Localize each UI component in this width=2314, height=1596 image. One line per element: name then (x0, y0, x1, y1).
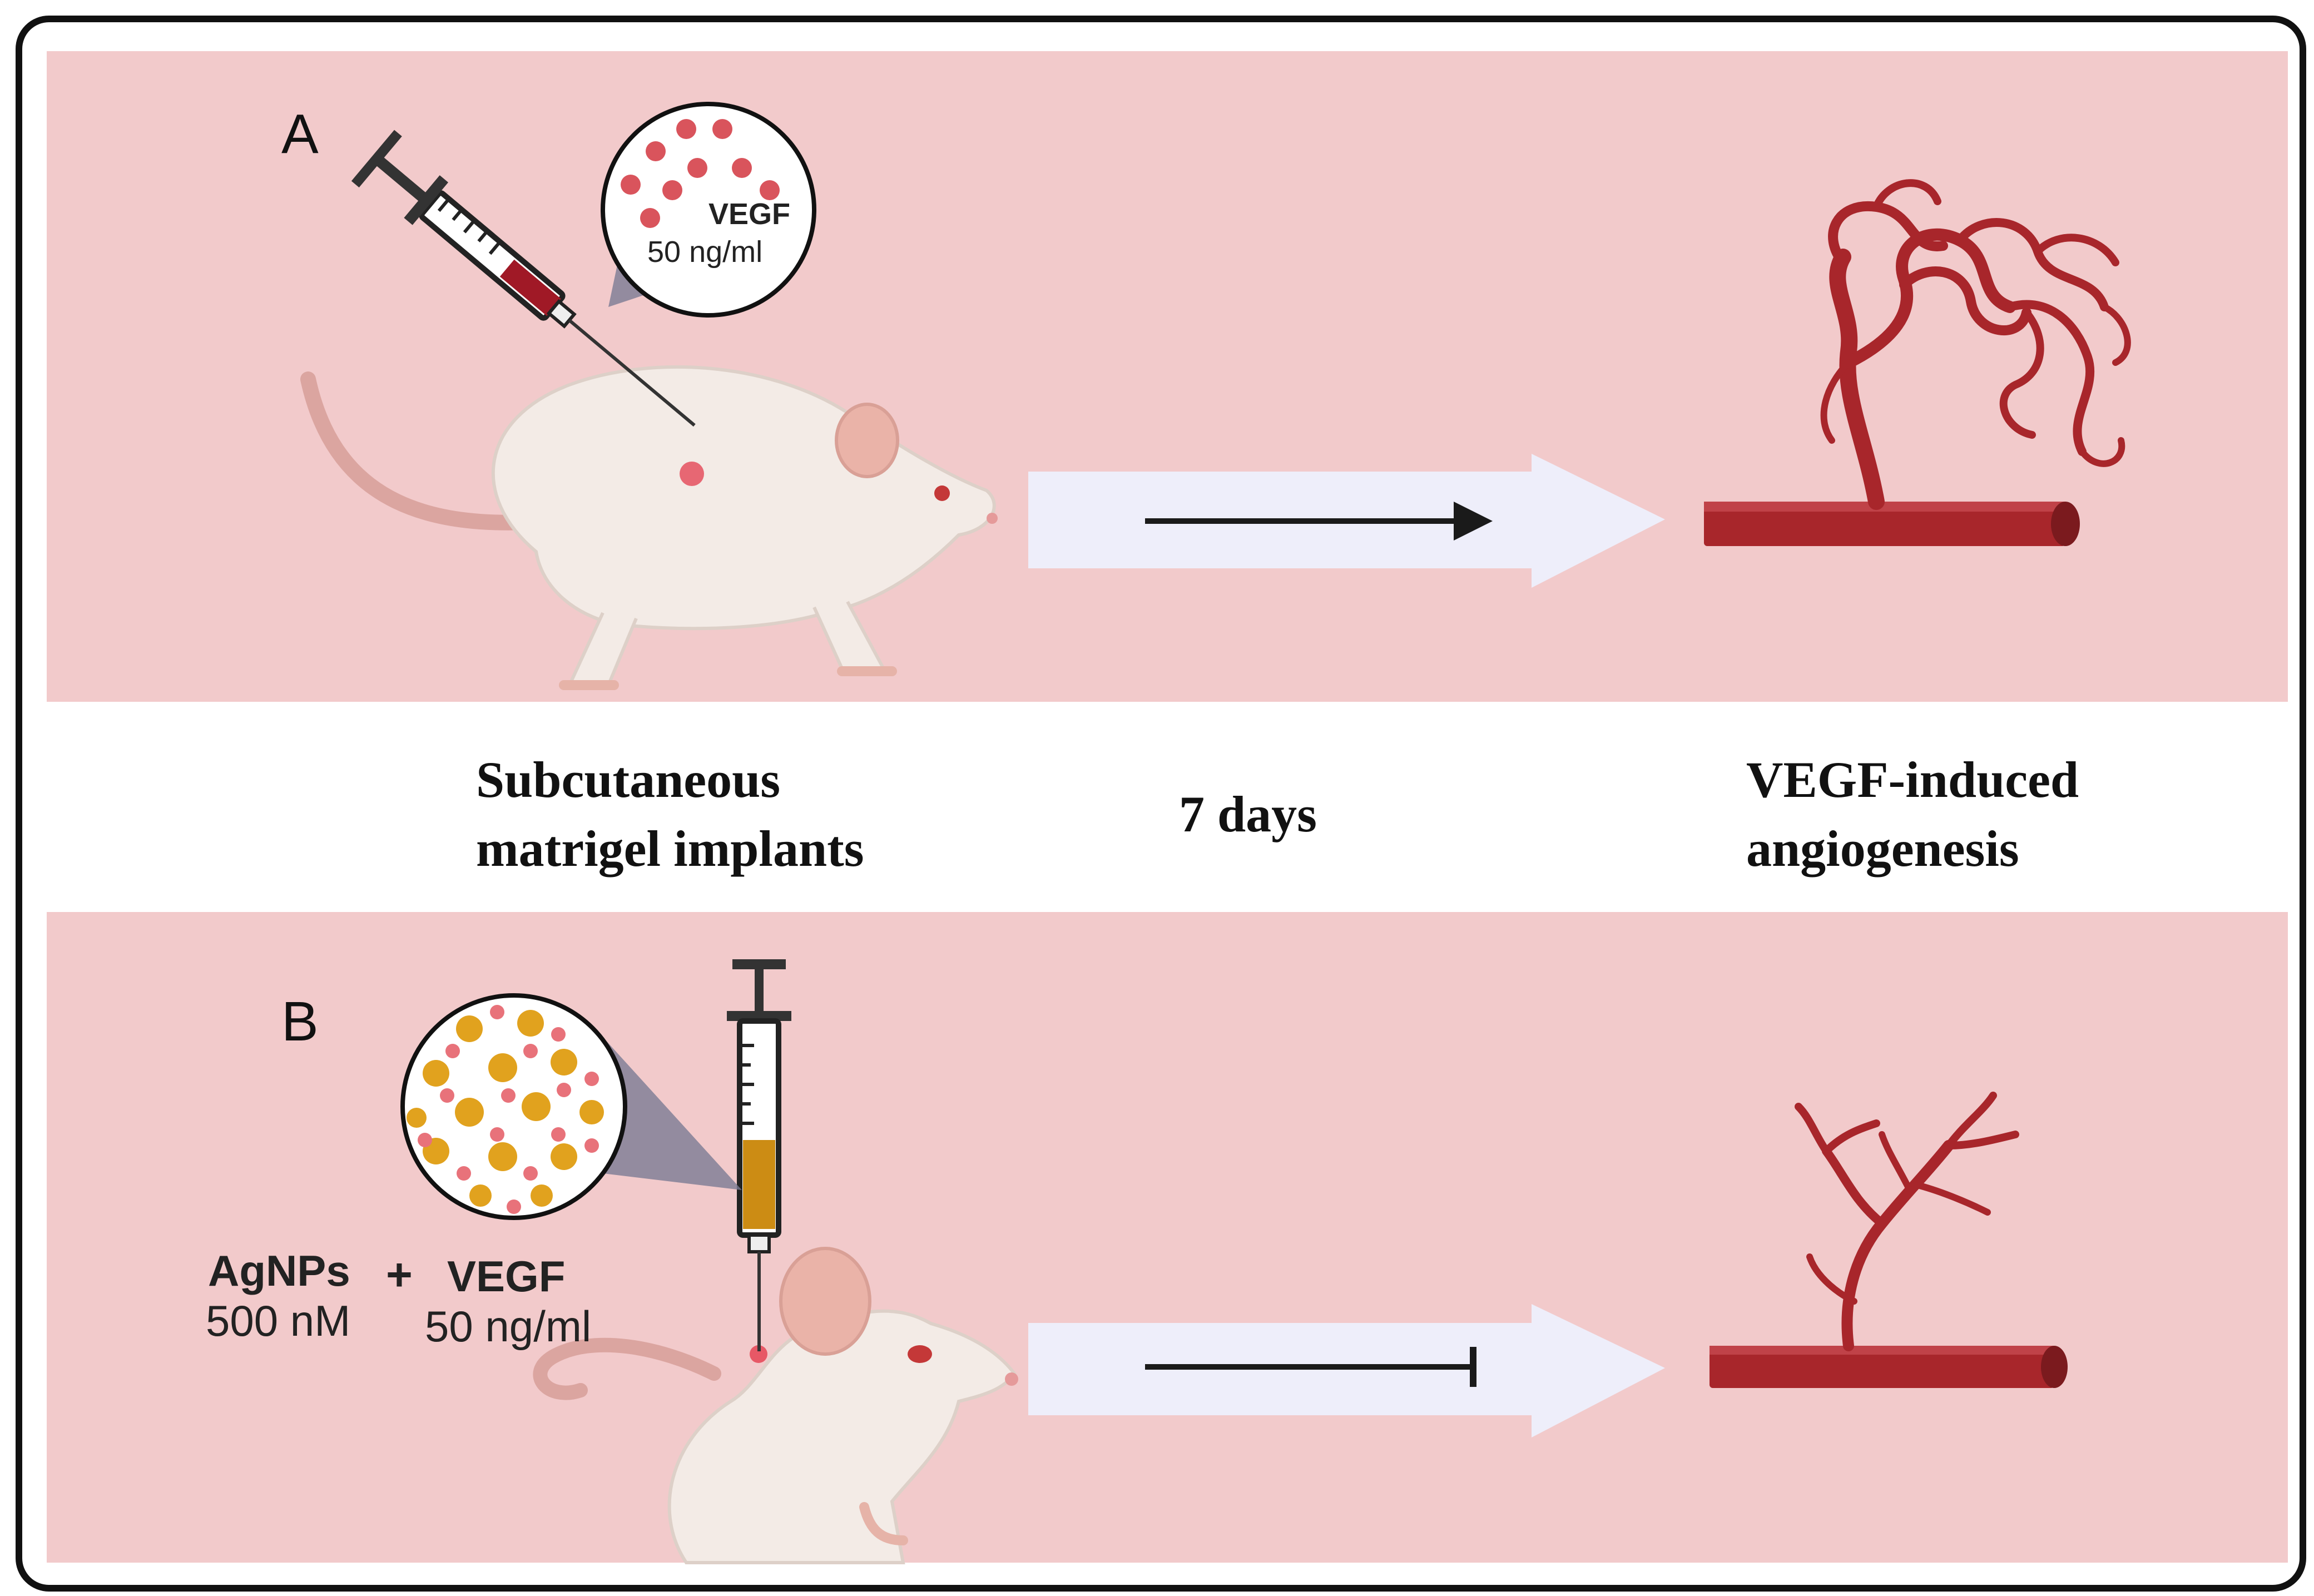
agnps-label: AgNPs (208, 1246, 350, 1295)
mouse-a-feet (559, 666, 897, 690)
syringe-a (351, 130, 696, 427)
panel-a-illustration (300, 102, 2131, 690)
mouse-b-ear (779, 1247, 871, 1356)
injection-site-a (680, 462, 704, 486)
mouse-a-body (492, 365, 996, 631)
panel-b: B (47, 912, 2288, 1564)
inset-a-vegf-label: VEGF (708, 197, 791, 231)
process-arrow-b (1028, 1304, 1665, 1438)
panel-b-illustration (400, 959, 2068, 1564)
vessel-b (1710, 1346, 2068, 1388)
mouse-b-nose (1005, 1372, 1018, 1386)
sprouting-vessels-sparse (1795, 1092, 2019, 1351)
figure-frame: A (16, 16, 2306, 1592)
plus-sign: + (386, 1250, 413, 1300)
syringe-b (727, 959, 791, 1351)
inset-circle-a (601, 102, 816, 318)
inset-circle-b (400, 993, 627, 1220)
caption-right-line-1: VEGF-induced (1746, 751, 2079, 808)
mouse-b-eye (908, 1345, 932, 1363)
mouse-b-tail (533, 1337, 721, 1400)
caption-left: Subcutaneous matrigel implants (476, 745, 864, 883)
promote-arrowhead (1454, 502, 1493, 541)
vegf-particles (418, 1005, 599, 1214)
mouse-a (300, 365, 998, 690)
injection-site-b (750, 1345, 767, 1363)
vegf-label-b: VEGF (447, 1252, 566, 1301)
sprouting-vessels-dense (1820, 179, 2131, 510)
mouse-b-body (667, 1309, 1017, 1564)
agnp-particles (407, 1010, 604, 1207)
mouse-a-nose (987, 513, 998, 524)
mouse-a-ear (835, 403, 899, 478)
caption-left-line-1: Subcutaneous (476, 751, 781, 808)
caption-middle: 7 days (1179, 786, 1317, 842)
panel-a: A (47, 51, 2288, 702)
zoom-cone-b (603, 1037, 742, 1190)
vessel-a (1704, 502, 2080, 546)
vegf-concentration-b: 50 ng/ml (425, 1302, 592, 1351)
mouse-b-paw (859, 1502, 908, 1545)
caption-right-line-2: angiogenesis (1746, 820, 2019, 877)
inset-a-concentration: 50 ng/ml (647, 235, 763, 269)
mouse-a-eye (934, 485, 950, 501)
caption-right: VEGF-induced angiogenesis (1746, 745, 2079, 883)
mouse-b (533, 1247, 1018, 1564)
agnps-concentration: 500 nM (206, 1296, 351, 1345)
mouse-a-tail (300, 371, 555, 531)
panel-b-letter: B (281, 990, 319, 1053)
caption-left-line-2: matrigel implants (476, 820, 864, 877)
panel-a-letter: A (281, 103, 319, 165)
